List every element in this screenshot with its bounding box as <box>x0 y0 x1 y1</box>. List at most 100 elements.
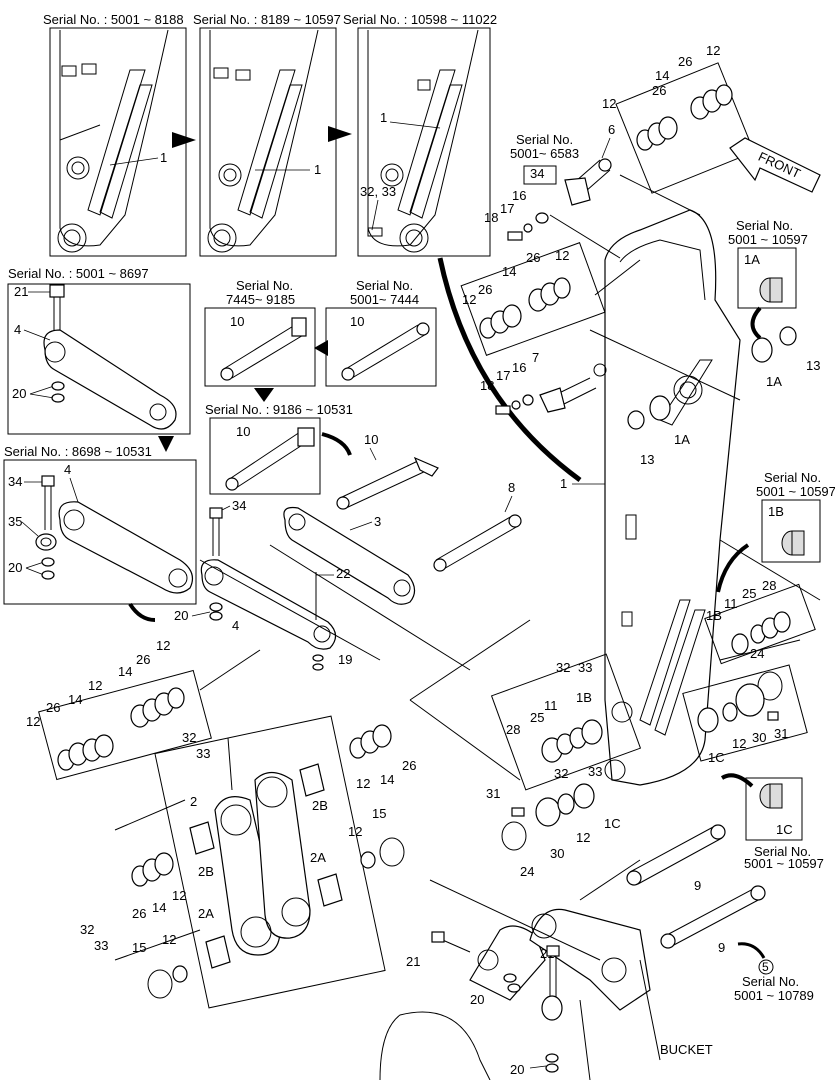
label-26-a: 26 <box>678 54 692 69</box>
label-22: 22 <box>336 566 350 581</box>
label-11-a: 11 <box>724 596 738 611</box>
link-panel-b: Serial No. : 8698 ~ 10531 34 4 35 20 <box>3 444 197 605</box>
label-28-b: 28 <box>506 722 520 737</box>
label-33-a: 33 <box>578 660 592 675</box>
top-panel-3: Serial No. : 10598 ~ 11022 1 32, 33 <box>343 12 497 257</box>
label-31-b: 31 <box>486 786 500 801</box>
bushing-1a-right: 1A 13 <box>751 326 820 389</box>
serial-1b-2: 5001 ~ 10597 <box>756 484 835 499</box>
serial-pin-b-2: 5001~ 7444 <box>350 292 419 307</box>
label-26-f: 26 <box>46 700 60 715</box>
label-26-c: 26 <box>526 250 540 265</box>
label-32-d: 32 <box>80 922 94 937</box>
label-12-e: 12 <box>732 736 746 751</box>
label-14-f: 14 <box>152 900 166 915</box>
serial-1b-1: Serial No. <box>764 470 821 485</box>
label-13-a: 13 <box>806 358 820 373</box>
pin-9-b: 9 5 Serial No. 5001 ~ 10789 <box>660 885 814 1003</box>
label-1-b: 1 <box>314 162 321 177</box>
pin-8: 8 <box>433 480 522 572</box>
label-14-a: 14 <box>655 68 669 83</box>
label-26-e: 26 <box>136 652 150 667</box>
label-32-a: 32 <box>556 660 570 675</box>
label-1a-c: 1A <box>674 432 690 447</box>
label-4-a: 4 <box>14 322 21 337</box>
label-1-a: 1 <box>160 150 167 165</box>
label-2a-b: 2A <box>198 906 214 921</box>
washer-stack-left: 12 26 14 12 14 26 12 <box>26 638 212 781</box>
label-12-h: 12 <box>88 678 102 693</box>
label-18-b: 18 <box>480 378 494 393</box>
label-15-a: 15 <box>372 806 386 821</box>
label-26-b: 26 <box>652 83 666 98</box>
label-24-a: 24 <box>750 646 764 661</box>
serial-top1: Serial No. : 5001 ~ 8188 <box>43 12 184 27</box>
label-20-d: 20 <box>470 992 484 1007</box>
arrow-down-pin <box>254 388 274 402</box>
label-10-b: 10 <box>350 314 364 329</box>
serial-pin-c: Serial No. : 9186 ~ 10531 <box>205 402 353 417</box>
label-1b-a: 1B <box>768 504 784 519</box>
ref-circle <box>758 959 774 975</box>
pin-panel-c: Serial No. : 9186 ~ 10531 10 <box>205 402 353 495</box>
label-14-d: 14 <box>68 692 82 707</box>
label-24-b: 24 <box>520 864 534 879</box>
boom: 1 1A 13 <box>560 209 741 786</box>
label-32-c: 32 <box>182 730 196 745</box>
pin-7-area: 12 26 14 26 12 7 16 17 18 <box>460 242 606 415</box>
label-35: 35 <box>8 514 22 529</box>
label-7: 7 <box>532 350 539 365</box>
label-1a-b: 1A <box>766 374 782 389</box>
washers-link2-left: 26 14 12 32 33 15 12 <box>80 852 188 999</box>
label-28-a: 28 <box>762 578 776 593</box>
label-16-b: 16 <box>512 360 526 375</box>
label-20-c: 20 <box>174 608 188 623</box>
label-33-c: 33 <box>196 746 210 761</box>
label-2b-b: 2B <box>198 864 214 879</box>
label-8: 8 <box>508 480 515 495</box>
label-2b-a: 2B <box>312 798 328 813</box>
label-12-b: 12 <box>602 96 616 111</box>
serial-pin-b-1: Serial No. <box>356 278 413 293</box>
serial-link-a: Serial No. : 5001 ~ 8697 <box>8 266 149 281</box>
label-21-b: 21 <box>406 954 420 969</box>
label-15-b: 15 <box>132 940 146 955</box>
label-9-a: 9 <box>694 878 701 893</box>
label-12-k: 12 <box>348 824 362 839</box>
serial-pin6-2: 5001~ 6583 <box>510 146 579 161</box>
label-6: 6 <box>608 122 615 137</box>
serial-pin-a-2: 7445~ 9185 <box>226 292 295 307</box>
label-2: 2 <box>190 794 197 809</box>
serial-1c-1: Serial No. <box>754 844 811 859</box>
label-10-a: 10 <box>230 314 244 329</box>
label-18-a: 18 <box>484 210 498 225</box>
serial-top3: Serial No. : 10598 ~ 11022 <box>343 12 497 27</box>
label-16-a: 16 <box>512 188 526 203</box>
bush-1b-panel: Serial No. 5001 ~ 10597 1B <box>756 470 835 563</box>
label-25-b: 25 <box>530 710 544 725</box>
arrow-down-link <box>158 436 174 452</box>
label-1-c: 1 <box>380 110 387 125</box>
label-33-d: 33 <box>94 938 108 953</box>
label-1a-a: 1A <box>744 252 760 267</box>
label-12-a: 12 <box>706 43 720 58</box>
arrow-right-2 <box>328 126 352 142</box>
connector-lines <box>114 174 821 961</box>
pin-9-a: 9 <box>626 824 726 893</box>
label-12-l: 12 <box>172 888 186 903</box>
label-32-b: 32 <box>554 766 568 781</box>
washer-stack-right: 28 25 11 1B 24 <box>704 578 816 701</box>
serial-1a-2: 5001 ~ 10597 <box>728 232 808 247</box>
label-1c-c: 1C <box>604 816 621 831</box>
label-25-a: 25 <box>742 586 756 601</box>
bucket-area: 21 21 20 20 BUCKET <box>379 908 713 1080</box>
label-26-g: 26 <box>402 758 416 773</box>
serial-9-1: Serial No. <box>742 974 799 989</box>
label-12-f: 12 <box>576 830 590 845</box>
washers-link2-right: 12 14 26 12 15 <box>348 724 416 869</box>
top-panel-1: Serial No. : 5001 ~ 8188 1 <box>43 12 187 257</box>
label-26-d: 26 <box>478 282 492 297</box>
label-20-b: 20 <box>8 560 22 575</box>
label-20-e: 20 <box>510 1062 524 1077</box>
label-12-g: 12 <box>156 638 170 653</box>
